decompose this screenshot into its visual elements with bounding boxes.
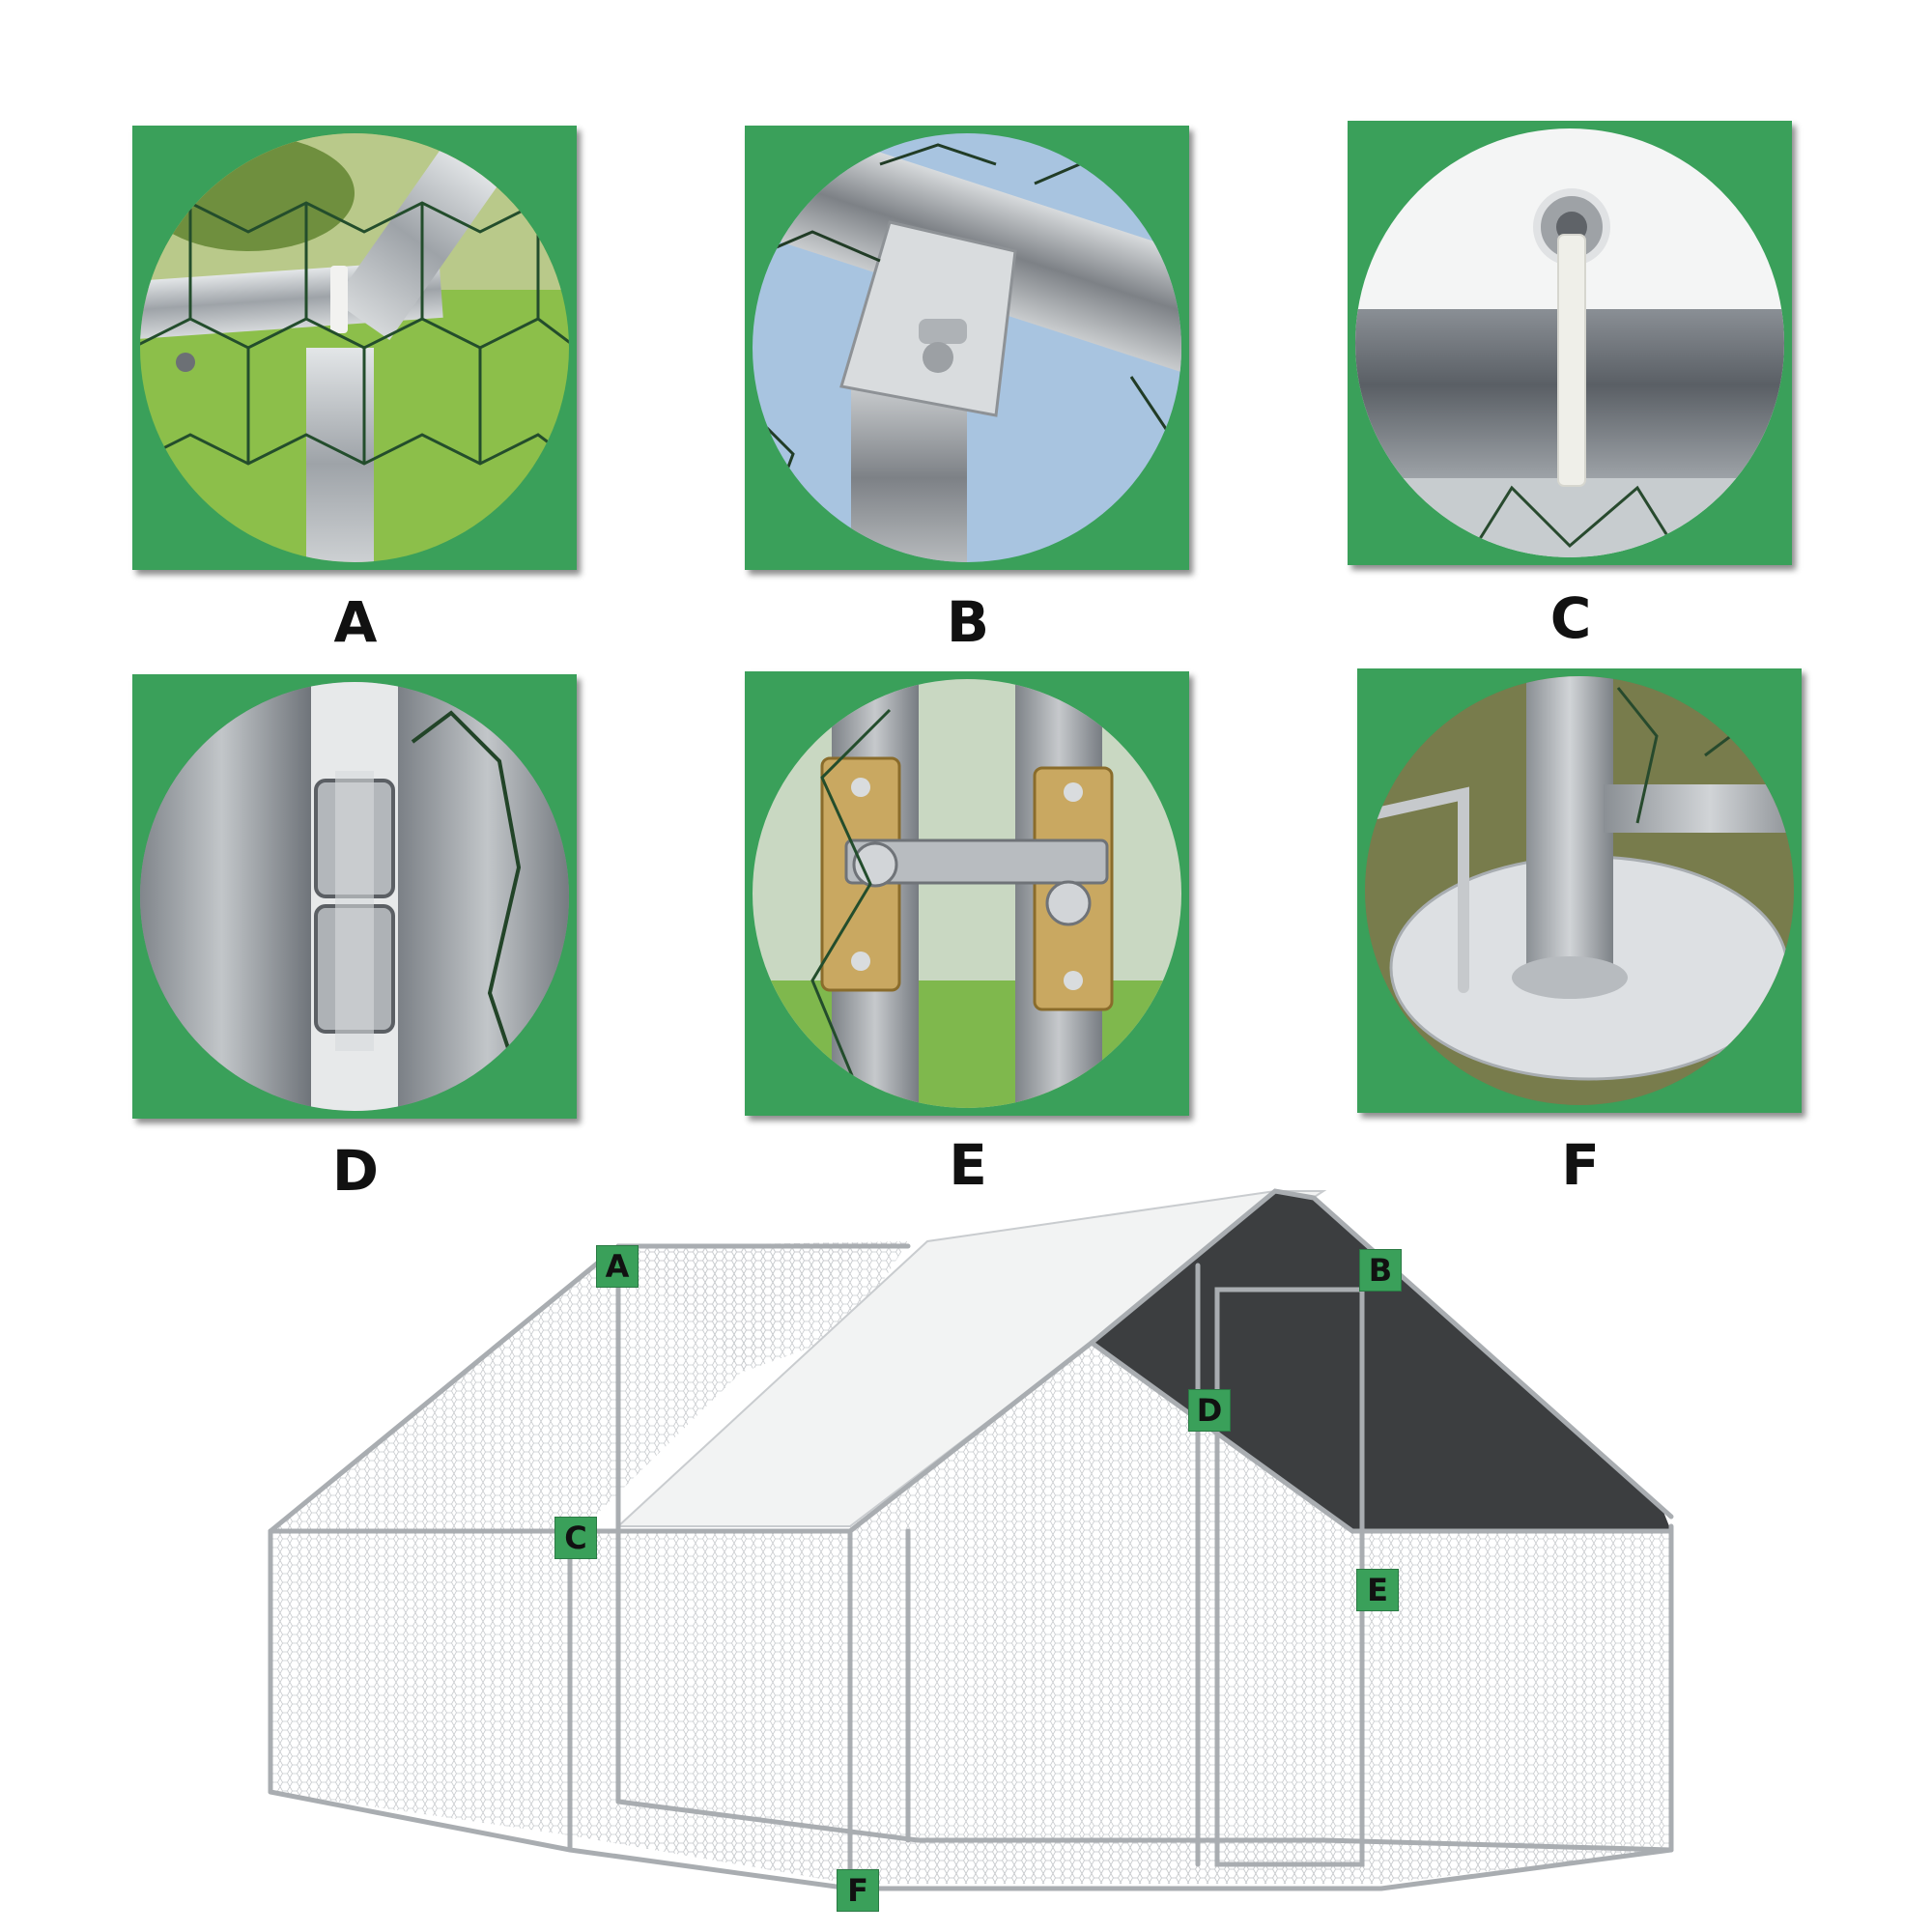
coop-tag-c: C [554, 1517, 597, 1559]
caption-c: C [1549, 585, 1592, 651]
detail-panel-a [132, 126, 577, 570]
detail-panel-d [132, 674, 577, 1119]
detail-panel-f [1357, 668, 1802, 1113]
door-latch-photo [753, 679, 1181, 1108]
detail-panel-b [745, 126, 1189, 570]
caption-f: F [1561, 1132, 1600, 1198]
cover-grommet-photo [1355, 128, 1784, 557]
chicken-coop-illustration [268, 1188, 1674, 1891]
caption-d: D [331, 1138, 380, 1204]
coop-tag-e: E [1356, 1569, 1399, 1611]
coop-tag-f: F [837, 1869, 879, 1912]
detail-panel-e [745, 671, 1189, 1116]
roof-bracket-photo [753, 133, 1181, 562]
door-hinge-photo [140, 682, 569, 1111]
pipe-joint-photo [140, 133, 569, 562]
coop-tag-a: A [596, 1245, 639, 1288]
coop-tag-d: D [1188, 1389, 1231, 1432]
ground-plate-photo [1365, 676, 1794, 1105]
caption-a: A [333, 589, 378, 655]
caption-e: E [949, 1132, 987, 1198]
coop-tag-b: B [1359, 1249, 1402, 1292]
caption-b: B [946, 589, 990, 655]
detail-panel-c [1348, 121, 1792, 565]
